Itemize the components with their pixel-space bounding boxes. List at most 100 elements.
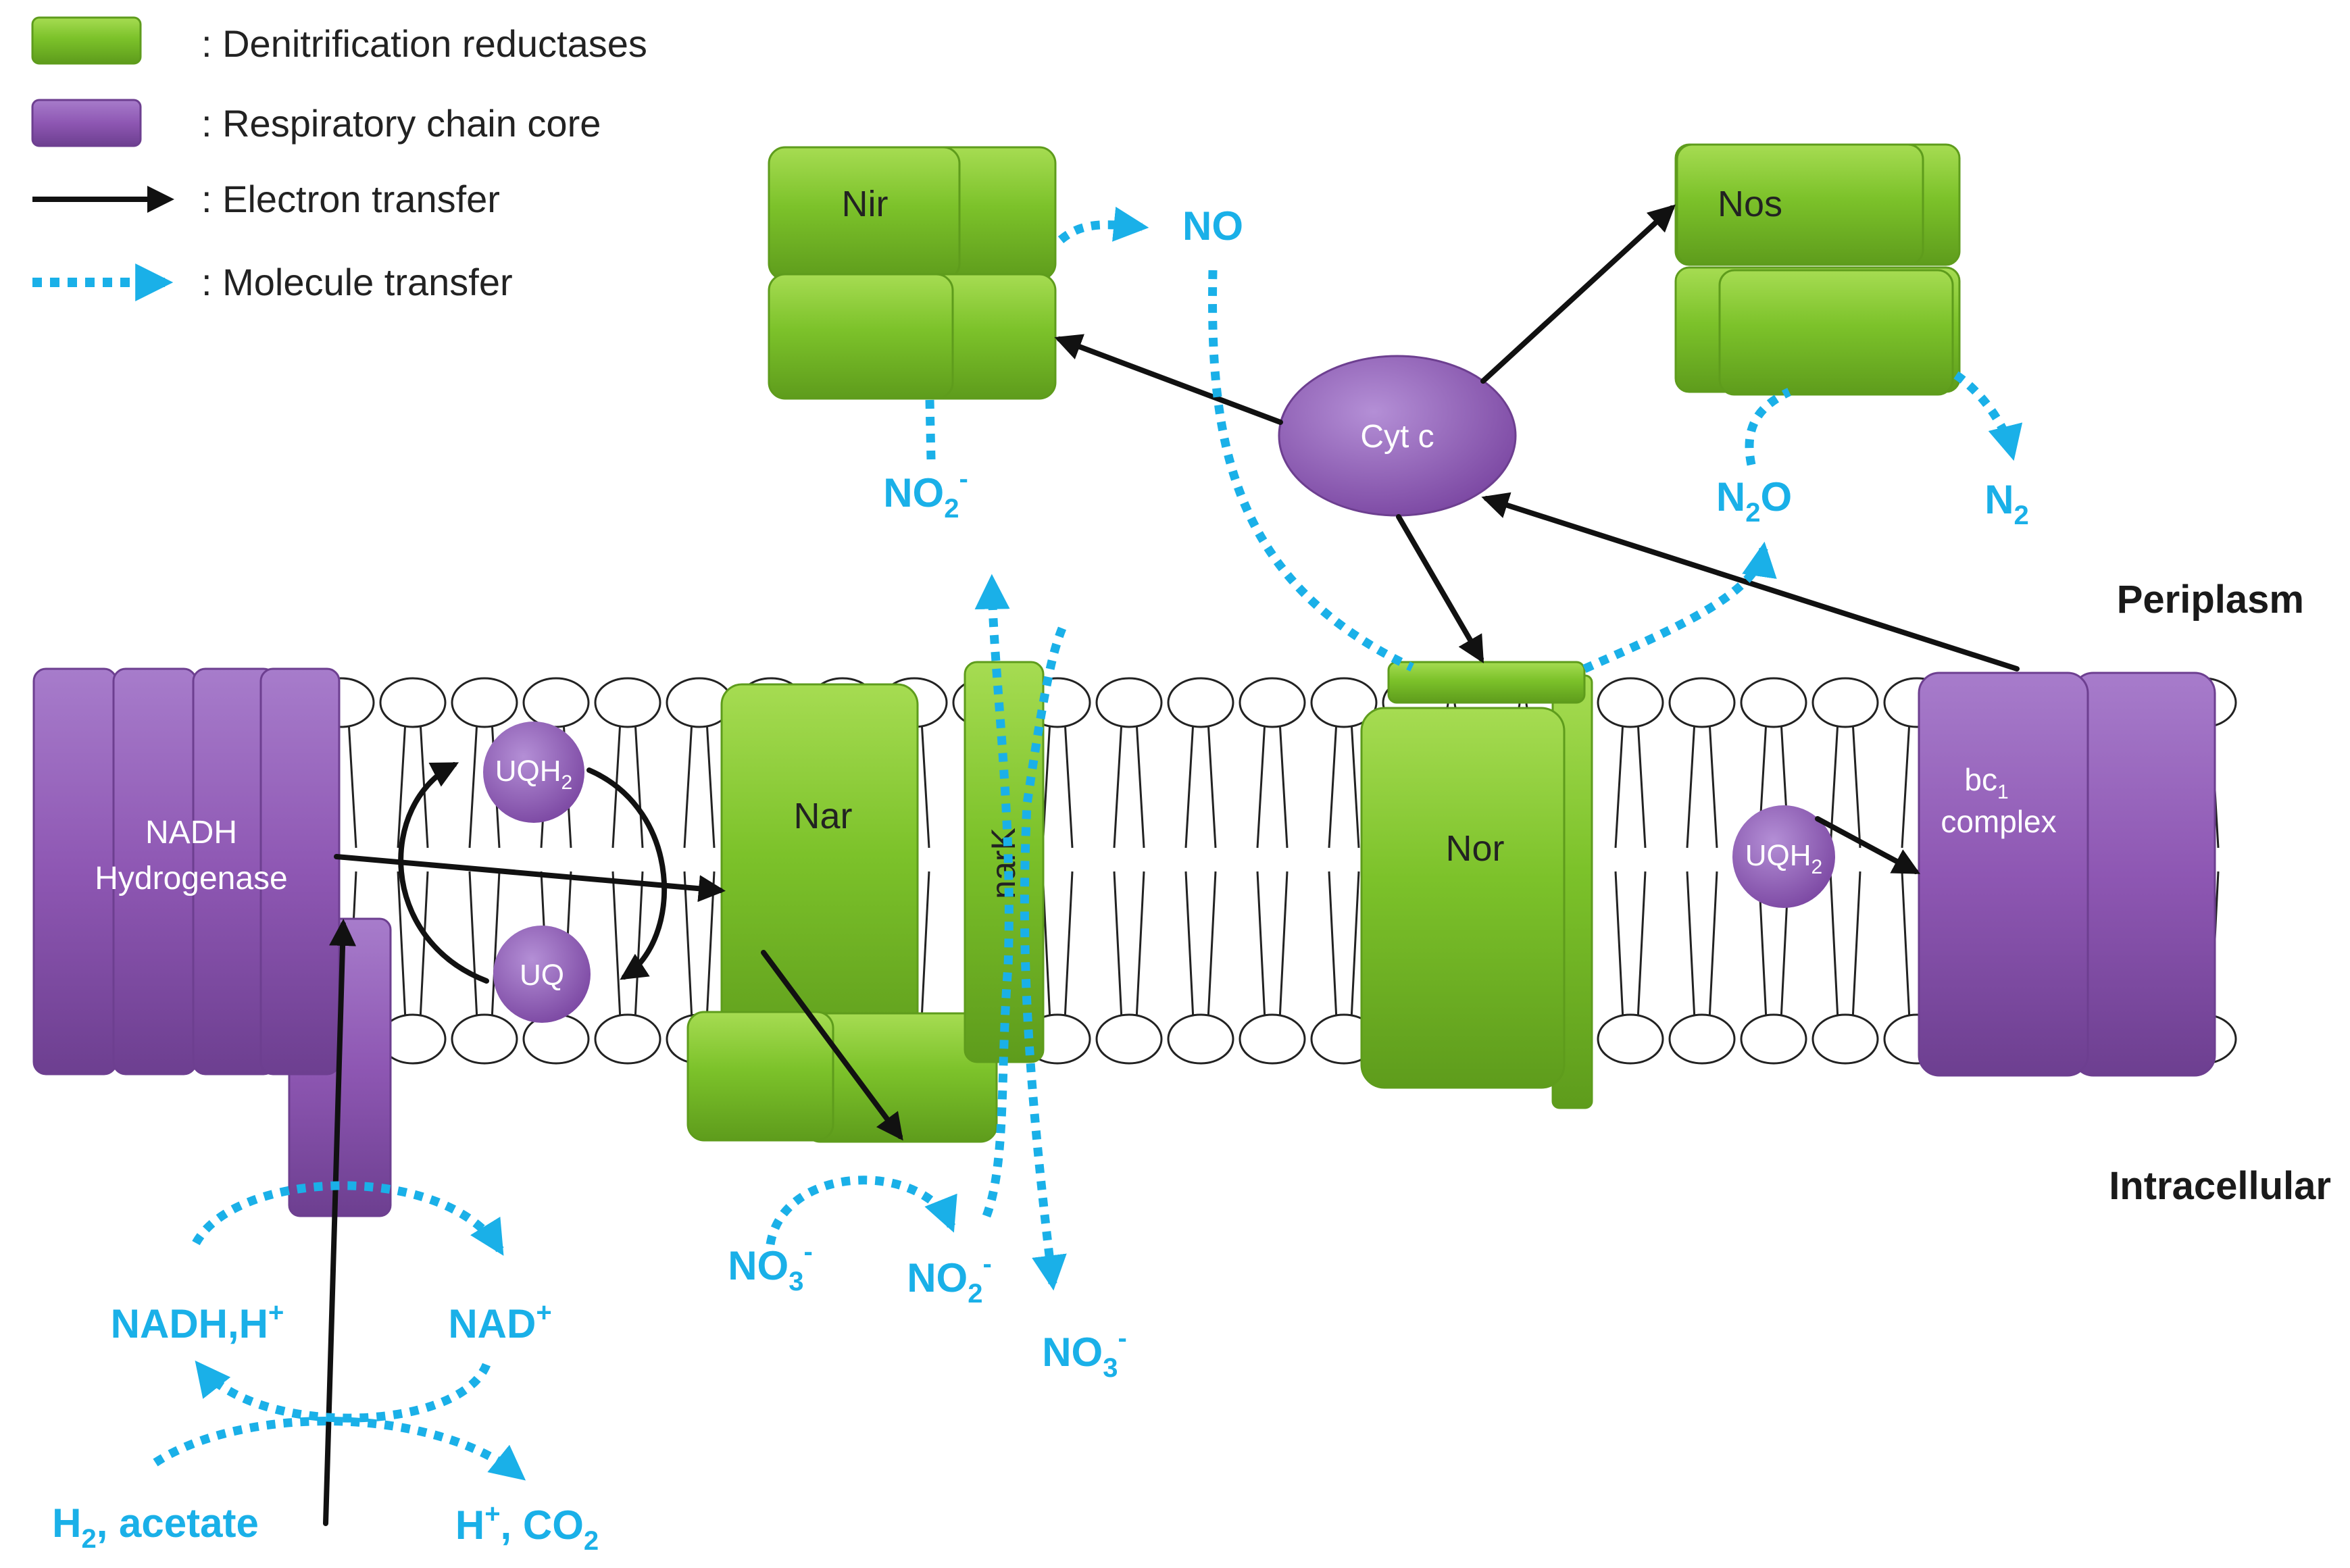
lipid-head xyxy=(1167,677,1234,728)
label-periplasm: Periplasm xyxy=(2117,578,2304,622)
lipid-head xyxy=(1167,1013,1234,1065)
lipid-head xyxy=(522,677,590,728)
molecule-arrow-nir-to-no xyxy=(1057,206,1149,244)
lipid-tail xyxy=(1614,871,1647,1034)
lipid-tail xyxy=(1113,709,1145,849)
nir-enzyme: Nir xyxy=(768,146,1057,400)
molecule-labels: NO NO2- N2O N2 NO3- NO2- NO3- NADH,H+ NA… xyxy=(52,203,2029,1556)
nir-label: Nir xyxy=(842,184,889,224)
legend-green-swatch xyxy=(31,16,142,65)
molecule-arrow-no3-import xyxy=(766,1175,957,1246)
nir-subunit xyxy=(768,273,954,400)
molecule-arrow-nadh-to-nad xyxy=(192,1181,504,1256)
lipid-tail xyxy=(1686,709,1718,849)
molecule-arrow-nor-to-n2o xyxy=(1582,541,1777,673)
lipid-head xyxy=(594,1013,661,1065)
nar-body xyxy=(720,683,919,1064)
label-no3-intracellular: NO3- xyxy=(728,1237,813,1296)
electron-arrow-cytc-to-nor xyxy=(1396,514,1484,663)
lipid-head xyxy=(1811,677,1879,728)
electron-arrow-uq-to-uqh2 xyxy=(398,762,489,984)
lipid-head xyxy=(1597,677,1664,728)
electron-arrow-substrate-to-nadh xyxy=(323,919,357,1526)
legend-label-molecule: : Molecule transfer xyxy=(201,261,513,303)
quinone-pool: UQH2 UQ UQH2 xyxy=(483,722,1835,1023)
nadh-hydrogenase: NADH Hydrogenase xyxy=(32,667,392,1217)
label-h-co2: H+, CO2 xyxy=(455,1499,599,1556)
molecule-arrow-no2-out xyxy=(974,574,1014,1218)
lipid-head xyxy=(1597,1013,1664,1065)
lipid-tail xyxy=(1829,871,1861,1034)
legend-label-electron: : Electron transfer xyxy=(201,178,500,220)
molecule-arrow-substrate-to-products xyxy=(153,1417,526,1481)
nar-subunit xyxy=(686,1011,834,1142)
molecule-arrow-no3-via-nark xyxy=(1020,626,1067,1291)
nos-label: Nos xyxy=(1718,184,1782,224)
bc1-subunit xyxy=(2072,672,2216,1077)
nor-cap xyxy=(1387,661,1586,704)
lipid-tail xyxy=(683,709,716,849)
bc1-label-line1: bc1 xyxy=(1964,762,2008,803)
lipid-head xyxy=(1310,677,1378,728)
lipid-tail xyxy=(1256,871,1289,1034)
nos-subunit xyxy=(1676,143,1924,266)
electron-transfer-arrows xyxy=(323,204,2020,1526)
lipid-tail xyxy=(1184,709,1217,849)
uqh2-left-label: UQH2 xyxy=(495,755,572,794)
lipid-tail xyxy=(611,709,644,849)
label-no: NO xyxy=(1182,203,1243,249)
cytochrome-c: Cyt c xyxy=(1278,355,1517,517)
molecule-arrow-n2o-to-nos xyxy=(1745,388,1791,466)
label-no3-external: NO3- xyxy=(1042,1323,1127,1383)
nar-label: Nar xyxy=(793,796,852,836)
label-no2-periplasm: NO2- xyxy=(883,464,968,524)
lipid-head xyxy=(1095,1013,1163,1065)
lipid-head xyxy=(594,677,661,728)
molecule-transfer-arrows xyxy=(153,206,2023,1481)
lipid-tail xyxy=(397,709,429,849)
cytc-label: Cyt c xyxy=(1360,419,1434,455)
lipid-tail xyxy=(683,871,716,1034)
legend-purple-swatch xyxy=(31,99,142,147)
lipid-tail xyxy=(1256,709,1289,849)
label-nadh-h: NADH,H+ xyxy=(111,1298,284,1346)
nor-label: Nor xyxy=(1445,828,1504,869)
lipid-head xyxy=(451,677,518,728)
lipid-head xyxy=(1668,677,1736,728)
electron-arrow-cytc-to-nos xyxy=(1480,204,1676,384)
lipid-tail xyxy=(1614,709,1647,849)
molecule-arrow-no2-to-nir xyxy=(925,399,936,460)
lipid-tail xyxy=(1041,709,1074,849)
nadh-subunit xyxy=(259,667,341,1076)
electron-arrow-bc1-to-cytc xyxy=(1481,492,2020,672)
label-n2o: N2O xyxy=(1716,474,1792,528)
legend: : Denitrification reductases : Respirato… xyxy=(31,16,647,303)
lipid-tail xyxy=(1113,871,1145,1034)
lipid-tail xyxy=(1328,871,1360,1034)
electron-arrow-cytc-to-nir xyxy=(1054,334,1283,425)
bc1-body xyxy=(1918,672,2089,1077)
lipid-head xyxy=(1095,677,1163,728)
label-nad: NAD+ xyxy=(448,1298,551,1346)
lipid-head xyxy=(1239,1013,1306,1065)
nor-enzyme: Nor xyxy=(1360,661,1593,1109)
lipid-head xyxy=(1740,677,1807,728)
nadh-label-line1: NADH xyxy=(145,815,237,851)
lipid-head xyxy=(451,1013,518,1065)
nos-enzyme: Nos xyxy=(1674,143,1961,396)
uq-label: UQ xyxy=(520,959,564,992)
label-intracellular: Intracellular xyxy=(2109,1164,2331,1208)
lipid-tail xyxy=(1041,871,1074,1034)
lipid-tail xyxy=(611,871,644,1034)
label-n2: N2 xyxy=(1984,477,2029,530)
lipid-tail xyxy=(468,871,501,1034)
label-no2-intracellular: NO2- xyxy=(907,1249,992,1309)
electron-arrow-uqh2-to-uq xyxy=(586,767,668,980)
molecule-arrow-no-to-nor xyxy=(1208,270,1414,672)
electron-arrow-nar-internal xyxy=(761,950,903,1141)
electron-arrow-uqh2-to-bc1 xyxy=(1815,816,1921,874)
lipid-tail xyxy=(1328,709,1360,849)
legend-label-respiratory: : Respiratory chain core xyxy=(201,102,601,145)
